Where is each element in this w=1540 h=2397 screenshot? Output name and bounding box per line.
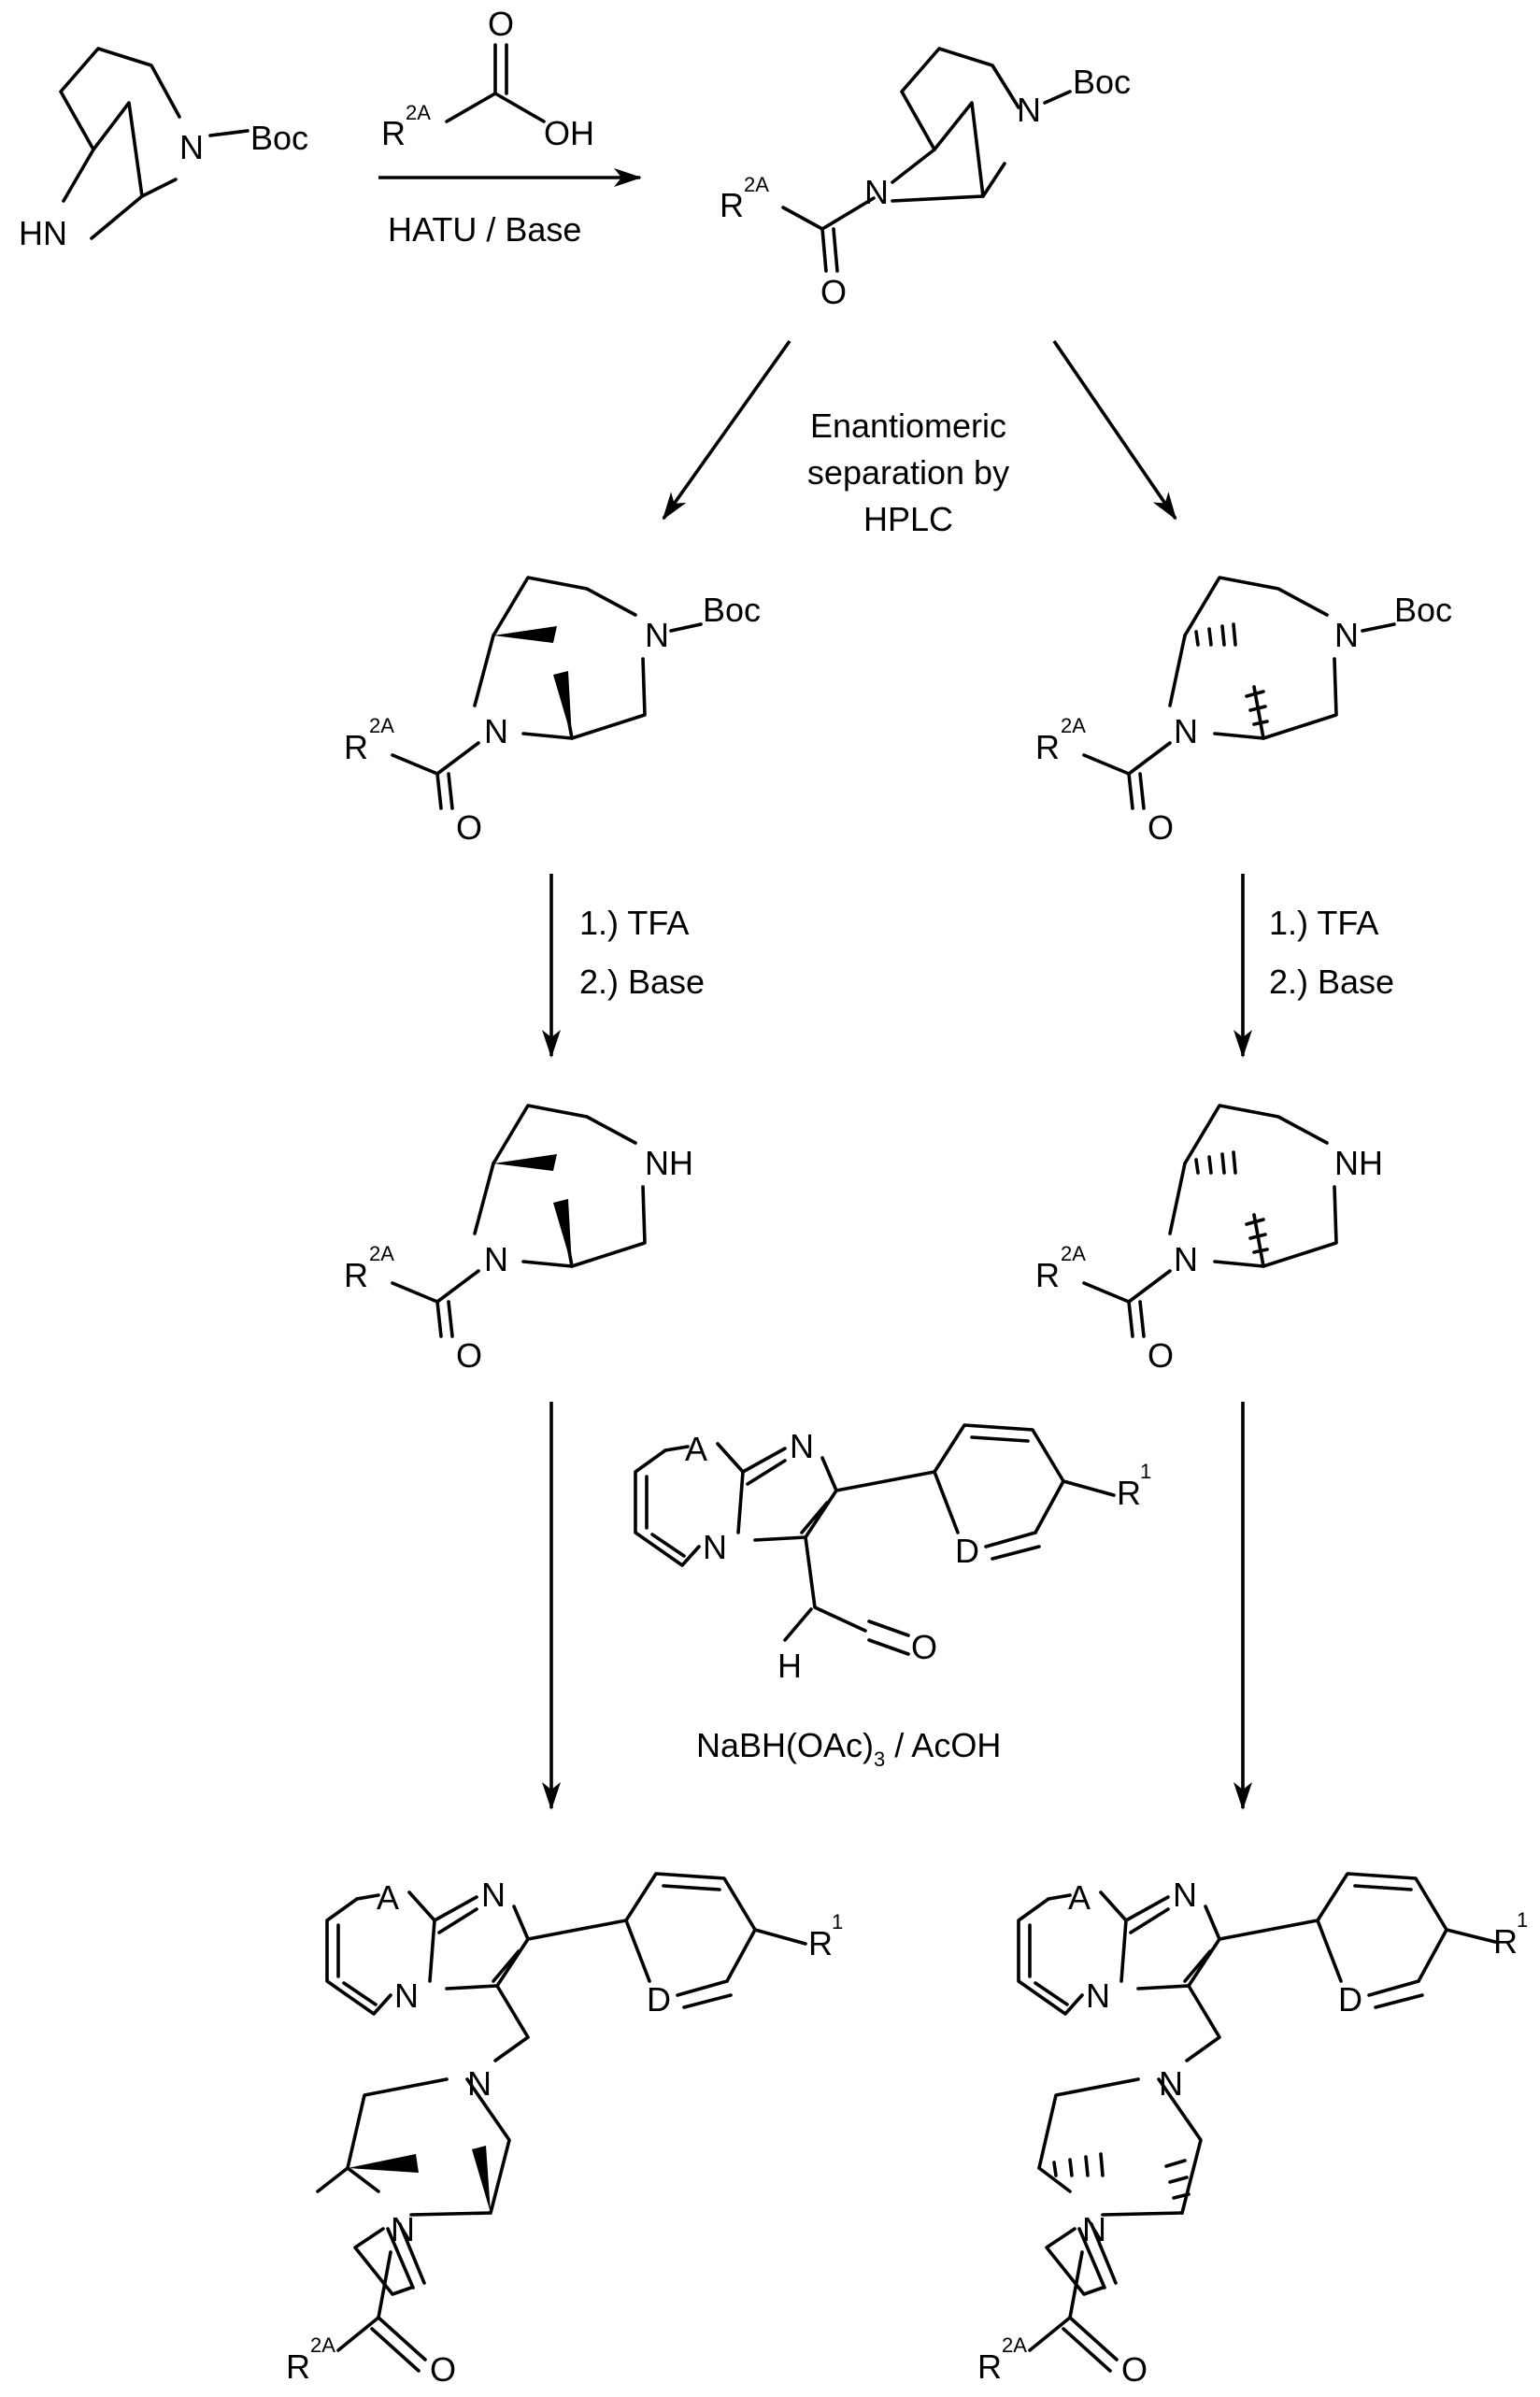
ring-n-label: N xyxy=(467,2064,492,2103)
r2a-superscript: 2A xyxy=(1061,1242,1086,1265)
amide-n-label: N xyxy=(484,1240,508,1278)
r1-superscript: 1 xyxy=(832,1910,843,1933)
ring-a-label: A xyxy=(1068,1878,1091,1917)
ring-n-label: N xyxy=(1159,2064,1183,2103)
hashed-bond xyxy=(1196,624,1235,645)
r2a-superscript: 2A xyxy=(369,714,394,737)
carbonyl-o-label: O xyxy=(820,273,847,311)
boc-enantiomer-left: N Boc N R 2A O xyxy=(344,578,761,847)
r2a-superscript: 2A xyxy=(1002,2333,1027,2357)
final-product-left: A N N D R 1 N N R 2A O xyxy=(286,1874,843,2389)
final-product-right: A N N D R 1 N N R 2A O xyxy=(977,1874,1528,2389)
ring-d-label: D xyxy=(1338,1980,1362,2019)
reductive-amination-conditions: NaBH(OAc)3 / AcOH xyxy=(696,1726,1001,1771)
carbonyl-o-label: O xyxy=(430,2350,456,2389)
imidazo-aldehyde-reagent: A N N D R 1 O H xyxy=(635,1425,1151,1685)
r1-label: R xyxy=(1493,1922,1518,1961)
nh-label: NH xyxy=(645,1144,693,1182)
carbonyl-o-label: O xyxy=(456,808,482,847)
base-step-left: 2.) Base xyxy=(579,963,705,1001)
r-label: R xyxy=(1035,1256,1060,1294)
r2a-superscript: 2A xyxy=(744,173,769,196)
boc-n-label: N xyxy=(1334,616,1359,654)
carbonyl-o-label: O xyxy=(456,1336,482,1375)
r-label: R xyxy=(1035,728,1060,766)
amide-n-label: N xyxy=(1082,2210,1106,2248)
ring-a-label: A xyxy=(377,1878,399,1917)
r1-label: R xyxy=(808,1924,833,1962)
bridgehead-n-label: N xyxy=(394,1976,419,2015)
separation-arrow-right xyxy=(1054,341,1176,519)
aldehyde-o-label: O xyxy=(911,1628,937,1666)
hn-label: HN xyxy=(19,214,67,252)
r-label: R xyxy=(286,2347,310,2386)
acid-r2a-superscript: 2A xyxy=(406,101,431,124)
r2a-superscript: 2A xyxy=(310,2333,335,2357)
acid-oh-label: OH xyxy=(544,114,594,152)
coupled-amide-racemic: N Boc N R 2A O xyxy=(720,49,1131,311)
hashed-bond xyxy=(1054,2154,1103,2176)
separation-arrow-left xyxy=(663,341,790,519)
free-amine-left: NH N R 2A O xyxy=(344,1106,693,1375)
ring-a-label: A xyxy=(685,1430,707,1468)
amide-n-label: N xyxy=(484,712,508,750)
boc-label: Boc xyxy=(1394,591,1452,629)
acid-r-label: R xyxy=(381,114,406,152)
r2a-superscript: 2A xyxy=(369,1242,394,1265)
separation-line-2: separation by xyxy=(807,453,1009,492)
amide-n-label: N xyxy=(391,2210,415,2248)
boc-label: Boc xyxy=(250,119,308,157)
imidazole-n-label: N xyxy=(1173,1876,1197,1914)
r1-superscript: 1 xyxy=(1140,1460,1151,1483)
separation-line-1: Enantiomeric xyxy=(810,407,1006,445)
r-label: R xyxy=(344,728,368,766)
acid-o-label: O xyxy=(488,5,514,43)
ring-d-label: D xyxy=(955,1532,979,1570)
bridgehead-n-label: N xyxy=(1086,1976,1110,2015)
imidazole-n-label: N xyxy=(790,1427,814,1465)
separation-line-3: HPLC xyxy=(863,500,953,538)
nh-label: NH xyxy=(1334,1144,1383,1182)
amide-n-label: N xyxy=(1174,1240,1198,1278)
carbonyl-o-label: O xyxy=(1148,1336,1174,1375)
amide-n-label: N xyxy=(1174,712,1198,750)
aldehyde-h-label: H xyxy=(777,1647,802,1685)
r2a-superscript: 2A xyxy=(1061,714,1086,737)
carboxylic-acid-reagent: R 2A O OH xyxy=(381,5,594,152)
r1-label: R xyxy=(1117,1474,1141,1512)
boc-label: Boc xyxy=(703,591,761,629)
boc-label: Boc xyxy=(1073,63,1131,101)
boc-enantiomer-right: N Boc N R 2A O xyxy=(1035,578,1452,847)
boc-n-label: N xyxy=(645,616,669,654)
hashed-bond xyxy=(1166,2161,1189,2198)
r-label: R xyxy=(344,1256,368,1294)
coupling-conditions: HATU / Base xyxy=(388,210,581,249)
r1-superscript: 1 xyxy=(1517,1908,1528,1932)
free-amine-right: NH N R 2A O xyxy=(1035,1106,1383,1375)
imidazole-n-label: N xyxy=(481,1876,506,1914)
tfa-step-left: 1.) TFA xyxy=(579,904,689,942)
r-label: R xyxy=(720,186,744,224)
tfa-step-right: 1.) TFA xyxy=(1269,904,1378,942)
bridgehead-n-label: N xyxy=(703,1528,727,1566)
hashed-bond xyxy=(1196,1152,1235,1173)
amine-n-label: N xyxy=(179,128,204,166)
amide-n-label: N xyxy=(864,173,889,211)
base-step-right: 2.) Base xyxy=(1269,963,1394,1001)
carbonyl-o-label: O xyxy=(1121,2350,1148,2389)
ring-d-label: D xyxy=(647,1980,671,2019)
starting-diazabicycle: N Boc HN xyxy=(19,49,308,252)
boc-n-label: N xyxy=(1017,91,1041,129)
r-label: R xyxy=(977,2347,1002,2386)
carbonyl-o-label: O xyxy=(1148,808,1174,847)
